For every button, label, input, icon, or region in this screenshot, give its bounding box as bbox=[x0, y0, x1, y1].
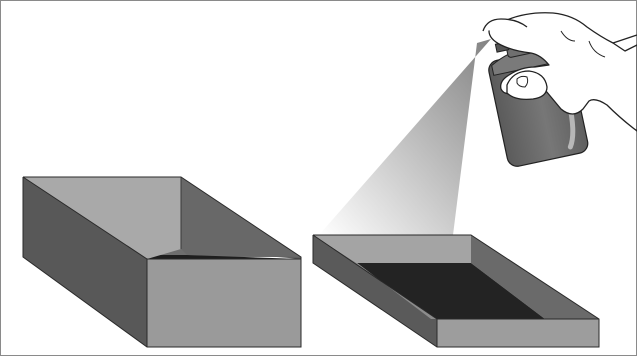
box-left-side bbox=[23, 177, 147, 347]
open-box bbox=[22, 176, 302, 348]
box-floor bbox=[131, 255, 301, 259]
knuckle-crease-2 bbox=[588, 40, 606, 58]
index-finger bbox=[482, 18, 528, 32]
thumbnail bbox=[516, 75, 529, 88]
wrist-edge bbox=[612, 34, 637, 44]
tray-floor bbox=[357, 263, 545, 319]
tray-back-rim bbox=[313, 235, 471, 263]
open-tray bbox=[312, 234, 600, 348]
spray-mist-cone bbox=[319, 39, 491, 235]
tray-outline bbox=[312, 234, 600, 348]
hand-icon bbox=[482, 12, 637, 132]
tray-left-side bbox=[313, 235, 437, 347]
box-top-face bbox=[23, 177, 181, 259]
tray-front-panel bbox=[437, 319, 599, 347]
knuckle-crease bbox=[560, 30, 576, 42]
box-front-panel bbox=[147, 259, 301, 347]
